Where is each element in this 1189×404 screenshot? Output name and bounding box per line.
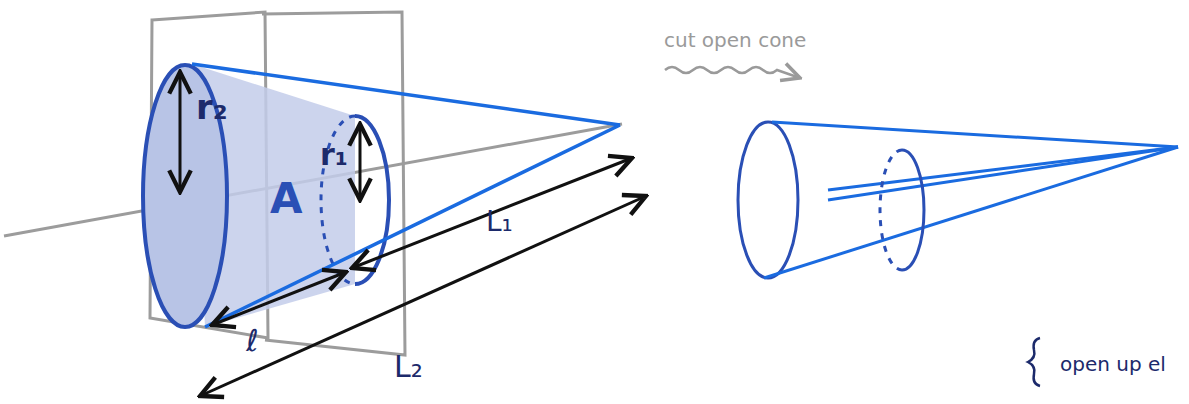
cone-edge <box>192 64 620 125</box>
cone-edge <box>772 122 1178 147</box>
area-label: A <box>270 178 303 220</box>
brace <box>1028 338 1040 386</box>
inner-circle-hidden <box>880 150 902 270</box>
squiggle-arrow <box>665 67 800 78</box>
length-arrow <box>212 272 346 325</box>
cone-edge <box>764 147 1178 278</box>
radius-label: r₁ <box>320 140 348 170</box>
inner-circle <box>902 150 924 270</box>
radius-arrow <box>179 72 182 192</box>
radius-arrow <box>359 124 362 200</box>
note-text: cut open cone <box>664 30 806 50</box>
large-disk <box>143 65 227 327</box>
length-label: L₂ <box>394 352 423 382</box>
length-label: ℓ <box>246 326 258 356</box>
radius-label: r₂ <box>196 90 228 124</box>
length-label: L₁ <box>486 208 513 236</box>
cone-edge <box>205 125 620 327</box>
note-text: open up el <box>1060 354 1166 374</box>
length-arrow <box>200 196 646 396</box>
length-arrow <box>352 158 632 268</box>
small-disk-hidden <box>321 116 355 284</box>
cut-line <box>828 147 1178 200</box>
cone-base <box>738 122 798 278</box>
